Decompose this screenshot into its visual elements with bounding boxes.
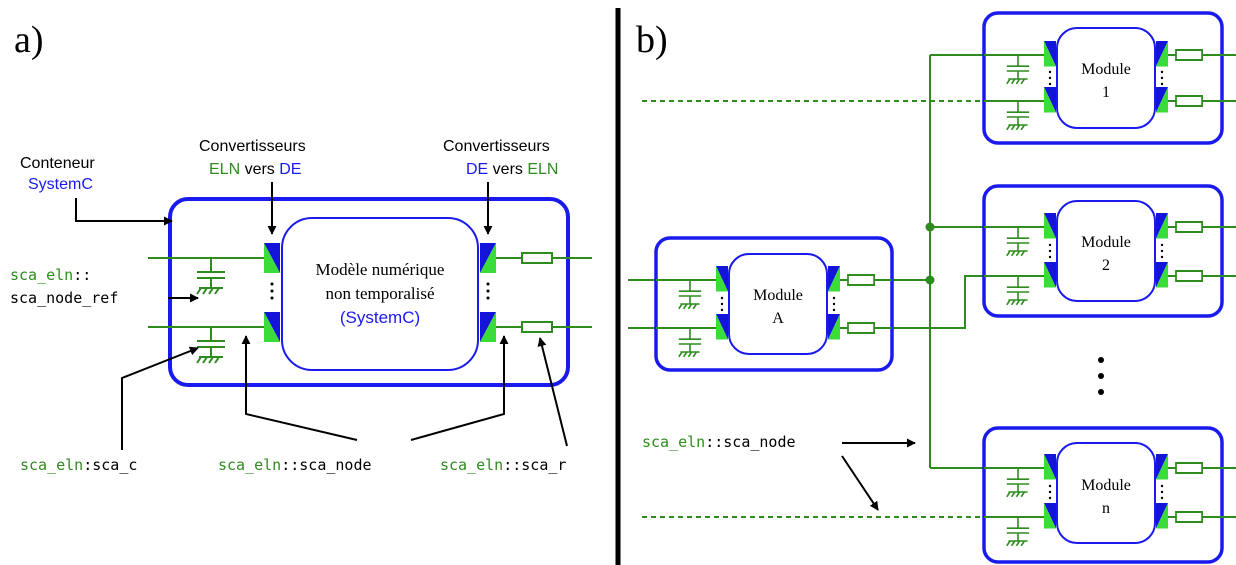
annotation-arrows-b bbox=[841, 438, 916, 511]
converter-port-right-2 bbox=[480, 312, 496, 342]
module-1-line1: Module bbox=[1081, 61, 1131, 78]
annotation-arrows-a bbox=[75, 182, 568, 450]
panel-b-label: b) bbox=[636, 19, 668, 61]
resistor-type-label: sca_eln::sca_r bbox=[440, 456, 566, 474]
module-n: Module n bbox=[982, 426, 1236, 564]
container-label-line1: Conteneur bbox=[20, 155, 95, 172]
node-type-label-a: sca_eln::sca_node bbox=[218, 456, 372, 474]
module-1-line2: 1 bbox=[1102, 84, 1110, 101]
panel-a: a) Conteneur SystemC Convertisseurs ELN … bbox=[10, 19, 592, 474]
port-dots-a bbox=[270, 282, 490, 300]
junction-1 bbox=[925, 222, 935, 232]
capacitor-1 bbox=[196, 257, 226, 295]
converter-port-left-2 bbox=[264, 312, 280, 342]
container-wires-a bbox=[148, 257, 592, 328]
module-2: Module 2 bbox=[982, 184, 1236, 318]
converter-de-eln-subtitle: DE vers ELN bbox=[466, 161, 558, 178]
dashed-nodes bbox=[642, 100, 986, 518]
converter-eln-de-title: Convertisseurs bbox=[199, 138, 306, 155]
module-n-line1: Module bbox=[1081, 477, 1131, 494]
converter-port-left-1 bbox=[264, 243, 280, 273]
panel-b: b) bbox=[628, 11, 1236, 564]
converter-port-right-1 bbox=[480, 243, 496, 273]
module-a-line2: A bbox=[772, 310, 784, 327]
converter-eln-de-subtitle: ELN vers DE bbox=[209, 161, 301, 178]
core-model-line1: Modèle numérique bbox=[316, 260, 445, 279]
modules-ellipsis bbox=[1098, 357, 1104, 395]
core-model-box bbox=[281, 217, 479, 371]
node-type-label-b: sca_eln::sca_node bbox=[642, 433, 796, 451]
module-2-line2: 2 bbox=[1102, 257, 1110, 274]
junction-2 bbox=[925, 275, 935, 285]
capacitor-type-label: sca_eln:sca_c bbox=[20, 456, 137, 474]
resistor-1 bbox=[521, 252, 553, 264]
core-model-line2: non temporalisé bbox=[325, 284, 434, 303]
module-a: Module A bbox=[654, 236, 894, 372]
module-1: Module 1 bbox=[982, 11, 1236, 145]
resistor-2 bbox=[521, 321, 553, 333]
panel-a-label: a) bbox=[14, 19, 44, 61]
module-a-line1: Module bbox=[753, 287, 803, 304]
module-n-line2: n bbox=[1102, 500, 1110, 517]
core-model-line3: (SystemC) bbox=[340, 308, 420, 327]
container-label-line2: SystemC bbox=[28, 176, 93, 193]
node-ref-label-name: sca_node_ref bbox=[10, 289, 118, 307]
converter-de-eln-title: Convertisseurs bbox=[443, 138, 550, 155]
node-ref-label-ns: sca_eln:: bbox=[10, 266, 91, 284]
module-2-line1: Module bbox=[1081, 234, 1131, 251]
capacitor-2 bbox=[196, 326, 226, 364]
systemc-container bbox=[168, 197, 570, 387]
